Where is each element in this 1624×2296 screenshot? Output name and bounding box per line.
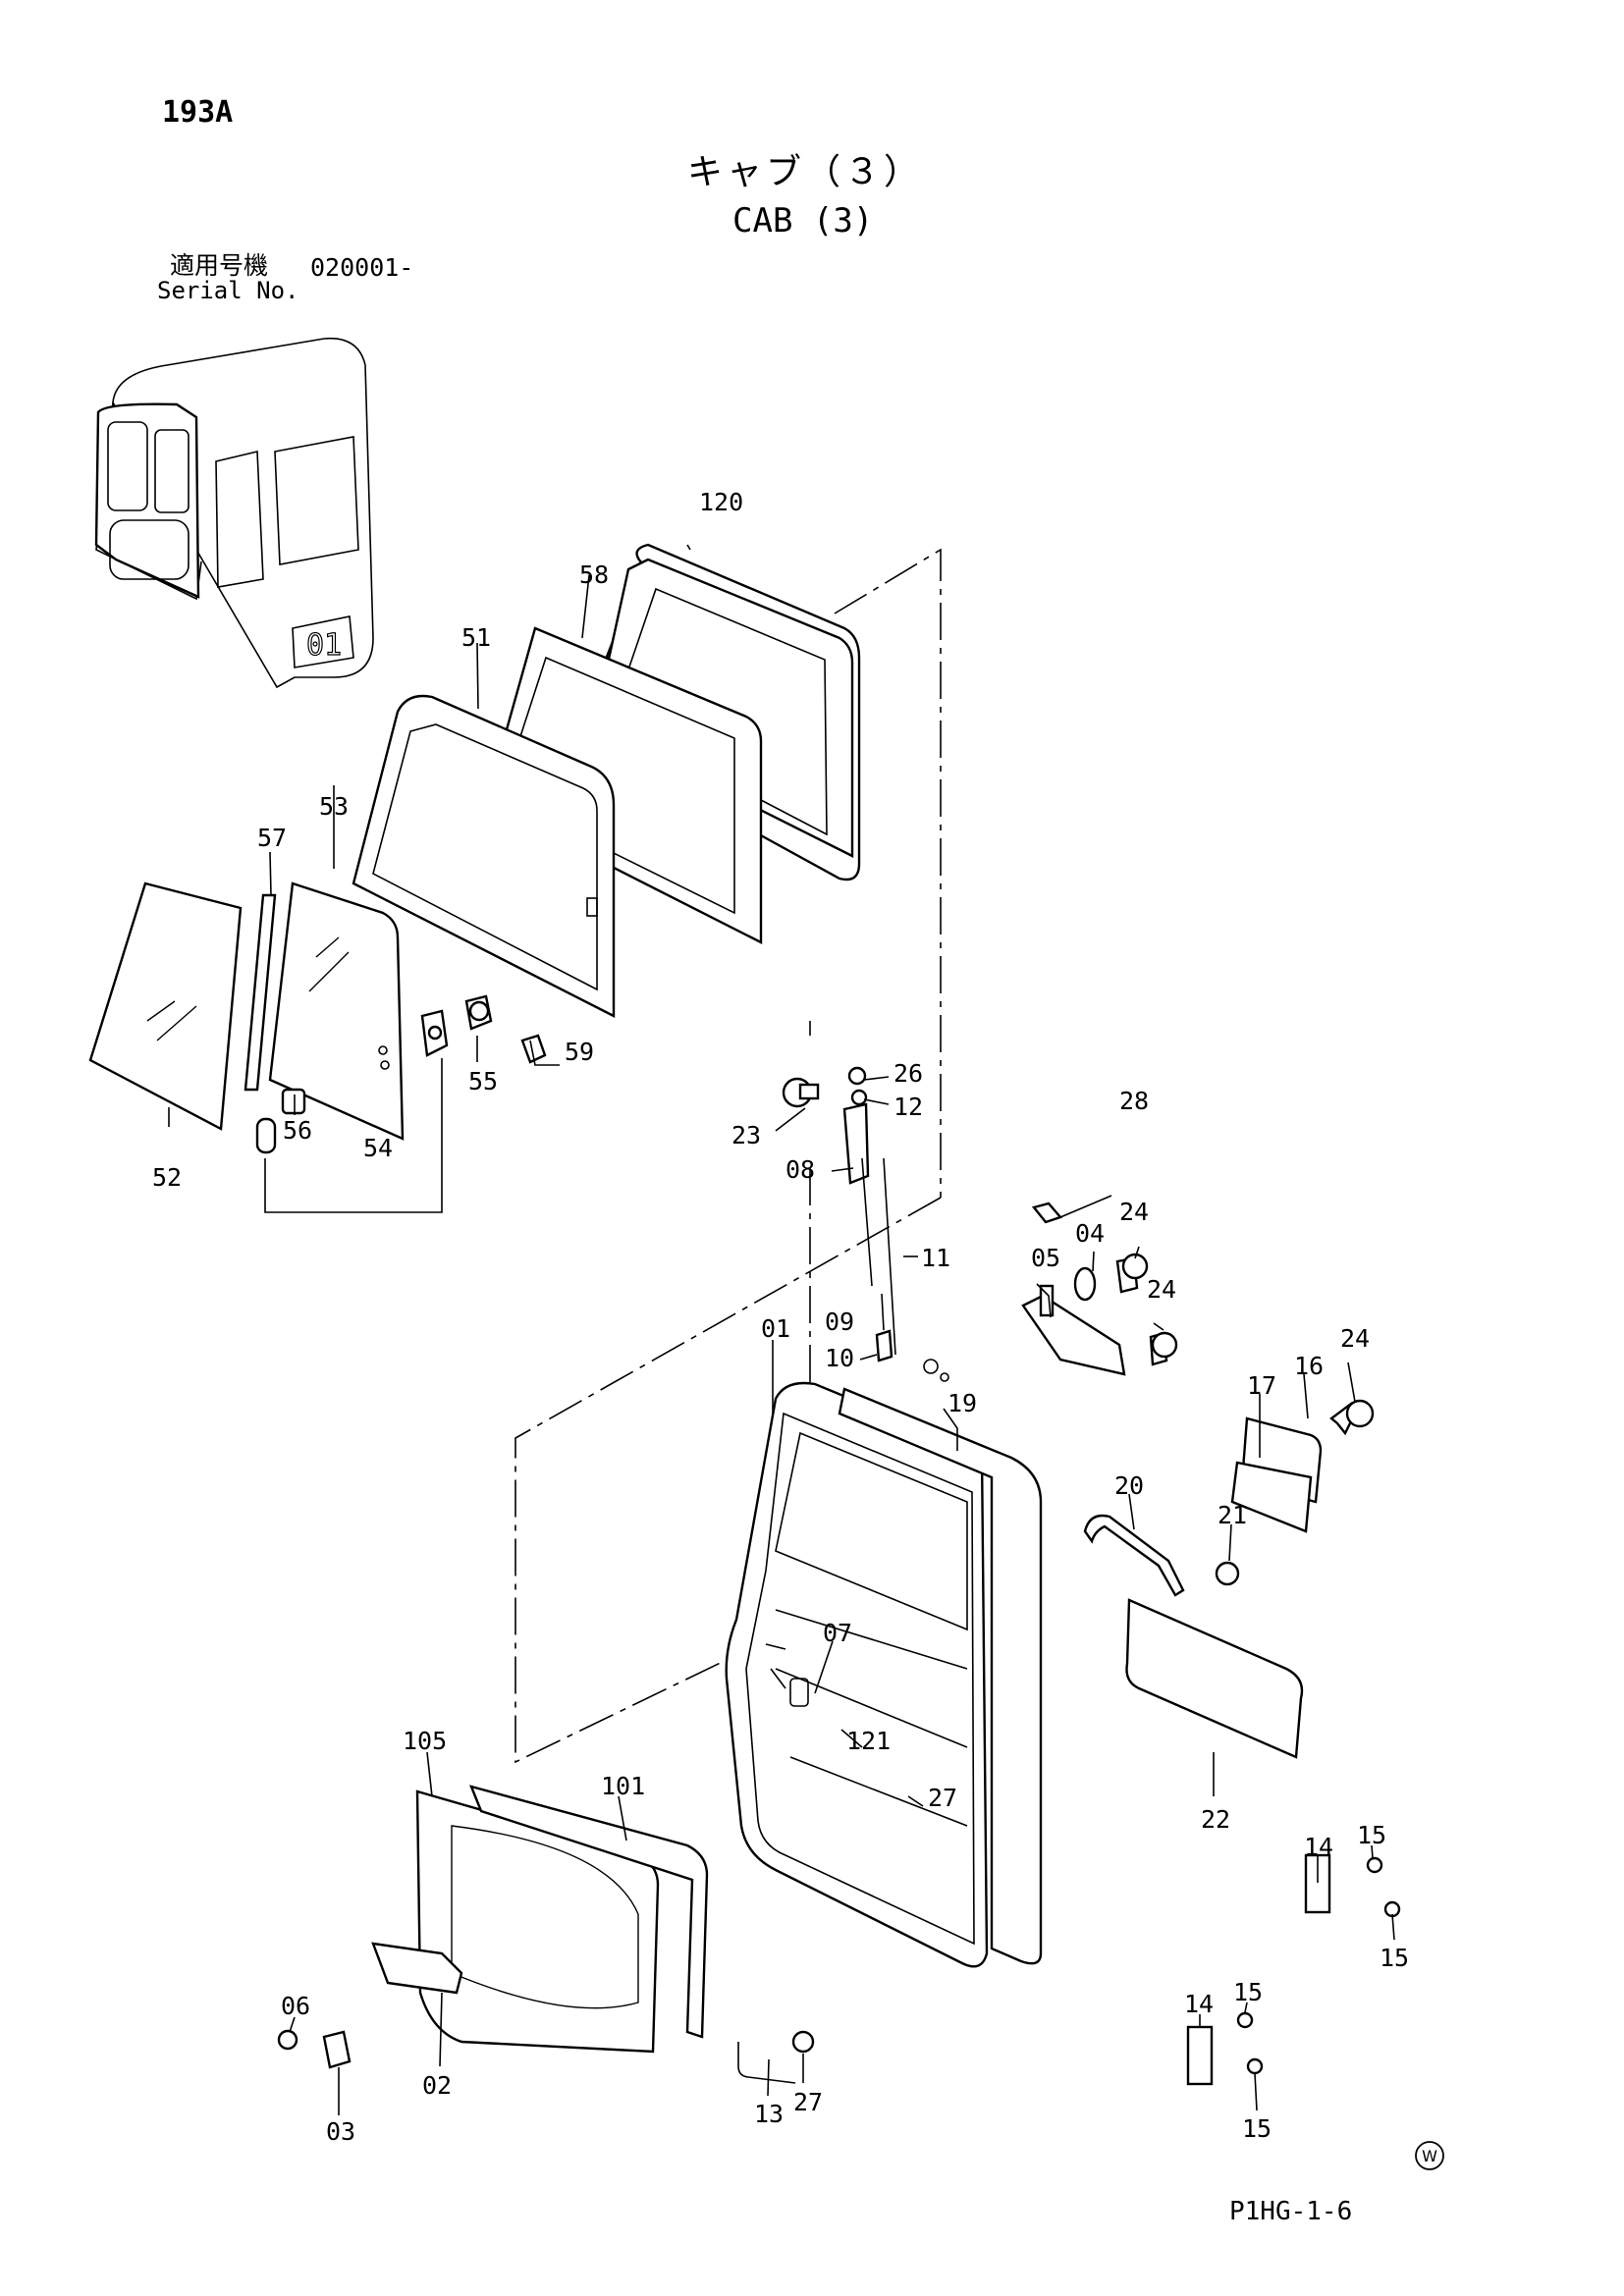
handle-20 — [1083, 1514, 1240, 1597]
callout-19: 19 — [947, 1389, 977, 1417]
callout-24-c: 24 — [1340, 1324, 1370, 1353]
callout-21: 21 — [1218, 1501, 1247, 1529]
callout-15-d: 15 — [1242, 2114, 1272, 2143]
callout-58: 58 — [579, 561, 609, 589]
callout-17: 17 — [1247, 1371, 1276, 1400]
callout-08: 08 — [785, 1155, 815, 1184]
sliding-glass-53 — [268, 881, 405, 1141]
door-lock-parts — [782, 1066, 1178, 1382]
svg-text:W: W — [1422, 2147, 1437, 2165]
svg-text:01: 01 — [306, 628, 342, 663]
callout-59: 59 — [565, 1038, 594, 1066]
callout-53: 53 — [319, 792, 349, 821]
callout-24-a: 24 — [1119, 1198, 1149, 1226]
callout-15-c: 15 — [1233, 1978, 1263, 2006]
serial-number: 020001- — [310, 253, 414, 282]
callout-27-a: 27 — [928, 1784, 957, 1812]
footer-code: P1HG-1-6 — [1229, 2197, 1353, 2226]
callout-56: 56 — [283, 1116, 312, 1145]
callout-15-b: 15 — [1380, 1944, 1409, 1972]
callout-105: 105 — [403, 1727, 447, 1755]
callout-23: 23 — [731, 1121, 761, 1149]
callout-24-b: 24 — [1147, 1275, 1176, 1304]
callout-52: 52 — [152, 1163, 182, 1192]
title-japanese: キャブ（３） — [687, 152, 924, 192]
callout-01: 01 — [761, 1314, 790, 1343]
callout-101: 101 — [601, 1772, 645, 1800]
callout-12: 12 — [893, 1093, 923, 1121]
callout-121: 121 — [846, 1727, 891, 1755]
callout-10: 10 — [825, 1344, 854, 1372]
callout-14-a: 14 — [1304, 1833, 1333, 1861]
door-trim-16-17 — [1230, 1399, 1375, 1533]
callout-28: 28 — [1119, 1087, 1149, 1115]
callout-11: 11 — [921, 1244, 950, 1272]
serial-label-japanese: 適用号機 — [170, 251, 269, 280]
serial-label-english: Serial No. — [157, 277, 299, 304]
trim-panel-22 — [1125, 1598, 1304, 1759]
sheet-id: 193A — [162, 95, 234, 130]
weather-strip-57 — [244, 893, 277, 1092]
callout-22: 22 — [1201, 1805, 1230, 1834]
callout-20: 20 — [1114, 1471, 1144, 1500]
callout-57: 57 — [257, 824, 287, 852]
callout-04: 04 — [1075, 1219, 1105, 1248]
callout-05: 05 — [1031, 1244, 1060, 1272]
title-english: CAB (3) — [732, 201, 874, 240]
hinges-14 — [1186, 1853, 1401, 2086]
callout-14-b: 14 — [1184, 1990, 1214, 2018]
cab-overview-illustration: 01 — [94, 337, 374, 689]
callout-02: 02 — [422, 2071, 452, 2100]
callout-55: 55 — [468, 1067, 498, 1095]
callout-09: 09 — [825, 1308, 854, 1336]
latch-parts — [255, 994, 547, 1154]
door-seal-19 — [838, 1387, 1043, 1965]
callout-06: 06 — [281, 1992, 310, 2020]
door-assembly-01 — [725, 1381, 989, 1968]
callout-51: 51 — [461, 623, 491, 652]
callout-13: 13 — [754, 2100, 784, 2128]
window-frame-51 — [352, 694, 616, 1018]
w-mark-icon: W — [1415, 2141, 1444, 2170]
callout-27-b: 27 — [793, 2088, 823, 2116]
callout-16: 16 — [1294, 1352, 1324, 1380]
callout-03: 03 — [326, 2117, 355, 2146]
callout-07: 07 — [823, 1619, 852, 1647]
callout-120: 120 — [699, 488, 743, 516]
callout-15-a: 15 — [1357, 1821, 1386, 1849]
fixed-glass-52 — [88, 881, 243, 1131]
lower-glass-parts — [277, 1785, 815, 2084]
callout-26: 26 — [893, 1059, 923, 1088]
callout-54: 54 — [363, 1134, 393, 1162]
